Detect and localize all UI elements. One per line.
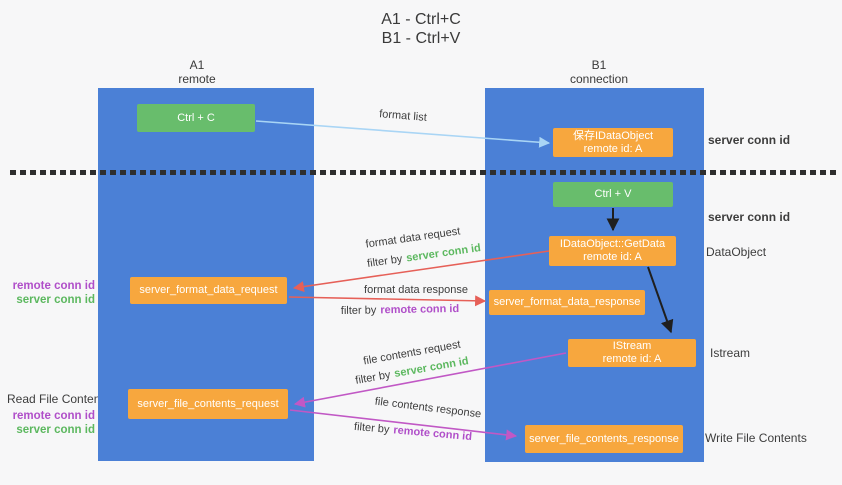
node-idataobject-getdata-line2: remote id: A (583, 251, 642, 263)
node-server-file-contents-response-label: server_file_contents_response (529, 432, 679, 445)
arrow-format-data-response (288, 295, 487, 307)
remote-conn-id-label: remote conn id (12, 280, 95, 292)
server-conn-id-label: server conn id (16, 424, 95, 436)
filter-by-text: filter by (340, 304, 377, 318)
node-istream-line1: IStream (612, 340, 652, 352)
title-line-1: A1 - Ctrl+C (381, 11, 461, 28)
filter-by-text: filter by (354, 368, 392, 387)
node-server-file-contents-request-label: server_file_contents_request (137, 397, 279, 410)
node-server-file-contents-response: server_file_contents_response (525, 425, 683, 453)
edge-label-file-contents-response: file contents response (374, 395, 482, 421)
lane-a1-subtitle: remote (178, 72, 216, 86)
filter-by-text: filter by (366, 253, 404, 270)
annotation-conn-ids-upper: remote conn id server conn id (8, 279, 95, 307)
lane-b1-subtitle: connection (569, 72, 629, 86)
lane-b1-name: B1 (591, 58, 607, 72)
annotation-dataobject: DataObject (706, 245, 767, 259)
node-server-format-data-response-label: server_format_data_response (493, 296, 641, 308)
node-server-file-contents-request: server_file_contents_request (128, 389, 288, 419)
annotation-istream: Istream (710, 346, 751, 360)
node-ctrl-v-label: Ctrl + V (594, 188, 632, 200)
remote-conn-id-term: remote conn id (380, 302, 460, 317)
title-line-2: B1 - Ctrl+V (381, 30, 461, 47)
node-istream: IStream remote id: A (568, 339, 696, 367)
node-ctrl-v: Ctrl + V (553, 182, 673, 207)
server-conn-id-label: server conn id (16, 294, 95, 306)
filter-by-text: filter by (353, 420, 390, 436)
annotation-server-conn-id-top: server conn id (708, 133, 791, 147)
node-ctrl-c: Ctrl + C (137, 104, 255, 132)
lane-header-b1: B1 connection (570, 58, 628, 86)
remote-conn-id-label: remote conn id (12, 410, 95, 422)
node-istream-line2: remote id: A (602, 353, 662, 365)
diagram-title: A1 - Ctrl+C B1 - Ctrl+V (330, 10, 512, 48)
annotation-conn-ids-lower: remote conn id server conn id (8, 409, 95, 437)
server-conn-id-term: server conn id (405, 242, 482, 265)
remote-conn-id-term: remote conn id (392, 424, 473, 444)
node-server-format-data-request-label: server_format_data_request (139, 284, 278, 296)
edge-label-format-data-response: format data response (364, 284, 468, 296)
lane-a1-name: A1 (189, 58, 205, 72)
node-server-format-data-response: server_format_data_response (489, 290, 645, 315)
node-server-format-data-request: server_format_data_request (130, 277, 287, 304)
lane-header-a1: A1 remote (178, 58, 215, 86)
node-ctrl-c-label: Ctrl + C (177, 111, 215, 124)
session-divider-dotted-line (10, 170, 838, 175)
annotation-write-file-contents: Write File Contents (705, 431, 807, 445)
annotation-read-file-contents: Read File Contents (7, 392, 110, 406)
node-idataobject-getdata: IDataObject::GetData remote id: A (549, 236, 676, 266)
node-save-idataobject-line2: remote id: A (583, 142, 643, 155)
annotation-server-conn-id-mid: server conn id (708, 210, 791, 224)
node-idataobject-getdata-line1: IDataObject::GetData (559, 238, 666, 250)
node-save-idataobject-line1: 保存IDataObject (572, 129, 654, 142)
edge-label-format-list: format list (378, 108, 428, 124)
node-save-idataobject: 保存IDataObject remote id: A (553, 128, 673, 157)
